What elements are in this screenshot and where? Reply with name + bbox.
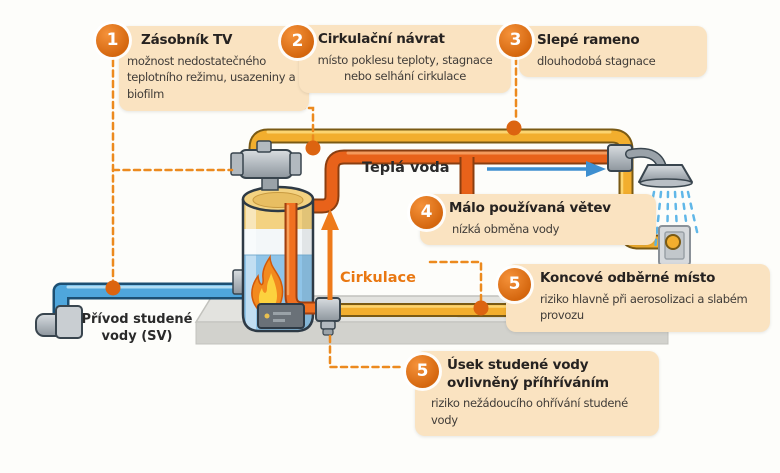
- callout-box-cold-section: Úsek studené vody ovlivněný příhříváním …: [415, 351, 659, 437]
- callout-badge-2: 2: [281, 25, 314, 58]
- hot-water-label: Teplá voda: [362, 160, 450, 176]
- flow-arrow-icon: [487, 161, 606, 177]
- burner-box: [257, 303, 305, 329]
- tank-top-valve-icon: [230, 140, 302, 191]
- callout-badge-1: 1: [96, 24, 129, 57]
- callout-badge-4: 4: [410, 196, 443, 229]
- callout-title: Slepé rameno: [537, 32, 640, 48]
- callout-desc: riziko hlavně při aerosolizaci a slabém …: [540, 291, 748, 323]
- callout-title: Cirkulační návrat: [318, 31, 445, 47]
- circulation-label: Cirkulace: [340, 270, 416, 286]
- callout-desc: riziko nežádoucího ohřívání studené vody: [431, 396, 628, 427]
- callout-badge-5-end-tap: 5: [498, 268, 531, 301]
- burner-flame-icon: [251, 254, 284, 317]
- circulation-arrow-icon: [321, 209, 339, 300]
- callout-desc: nízká obměna vody: [452, 221, 560, 236]
- cold-inlet-label: Přívod studené vody (SV): [81, 312, 193, 344]
- callout-desc: možnost nedostatečného teplotního režimu…: [127, 53, 296, 101]
- callout-title: Koncové odběrné místo: [540, 270, 716, 286]
- callout-badge-3: 3: [499, 24, 532, 57]
- callout-box-end-tap: Koncové odběrné místo riziko hlavně při …: [506, 264, 770, 332]
- callout-desc: dlouhodobá stagnace: [537, 53, 656, 68]
- callout-box-tank: Zásobník TV možnost nedostatečného teplo…: [119, 26, 309, 111]
- callout-box-circulation-return: Cirkulační návrat místo poklesu teploty,…: [299, 25, 511, 93]
- callout-title: Zásobník TV: [141, 32, 233, 48]
- callout-badge-5-cold-section: 5: [406, 355, 439, 388]
- callout-box-rarely-used-branch: Málo používaná větev nízká obměna vody: [420, 194, 656, 246]
- callout-title: Úsek studené vody ovlivněný příhříváním: [447, 357, 609, 391]
- callout-anchor-dots: [105, 120, 522, 316]
- callout-desc: místo poklesu teploty, stagnace nebo sel…: [317, 52, 493, 84]
- callout-box-dead-leg: Slepé rameno dlouhodobá stagnace: [519, 26, 707, 78]
- callout-title: Málo používaná větev: [449, 200, 611, 216]
- drain-valve-icon: [320, 320, 336, 330]
- wall-outlet-icon: [658, 225, 691, 266]
